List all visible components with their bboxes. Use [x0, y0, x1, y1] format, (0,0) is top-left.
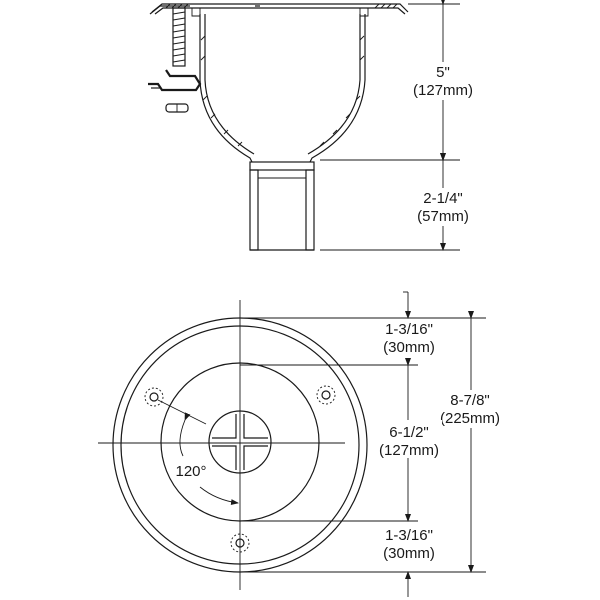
rim-width-bottom-imperial: 1-3/16" — [385, 527, 433, 544]
bowl-depth-imperial: 5" — [436, 64, 450, 81]
tailpiece — [249, 161, 315, 251]
rim-width-bottom-metric: (30mm) — [383, 545, 435, 562]
bolt-angle-label: 120° — [175, 463, 206, 480]
clamp-bolt — [148, 7, 202, 113]
bolt-hole-right — [316, 385, 336, 405]
strainer-cross — [208, 410, 272, 474]
top-view: 120° 8-7/8" (225mm) 6-1/2" (127mm) 1-3/1… — [98, 291, 508, 597]
tailpiece-length-metric: (57mm) — [417, 208, 469, 225]
side-view: 5" (127mm) 2-1/4" (57mm) — [148, 0, 474, 251]
outer-diameter-imperial: 8-7/8" — [450, 392, 490, 409]
rim-width-top-metric: (30mm) — [383, 339, 435, 356]
bowl-depth-metric: (127mm) — [413, 82, 473, 99]
dimension-rim-width-bottom: 1-3/16" (30mm) — [383, 527, 435, 597]
bowl-body — [199, 14, 366, 163]
outer-diameter-metric: (225mm) — [440, 410, 500, 427]
dimension-rim-width-top: 1-3/16" (30mm) — [383, 291, 435, 356]
inner-diameter-imperial: 6-1/2" — [389, 424, 429, 441]
dimension-inner-diameter: 6-1/2" (127mm) — [376, 358, 442, 522]
inner-diameter-metric: (127mm) — [379, 442, 439, 459]
angle-indicator: 120° — [157, 399, 239, 506]
dimension-bowl-depth: 5" (127mm) — [320, 0, 473, 161]
strainer-flange — [149, 3, 409, 17]
tailpiece-length-imperial: 2-1/4" — [423, 190, 463, 207]
rim-width-top-imperial: 1-3/16" — [385, 321, 433, 338]
outer-flange-inner-edge — [120, 325, 360, 565]
dimension-outer-diameter: 8-7/8" (225mm) — [436, 311, 508, 573]
bolt-hole-bottom — [230, 533, 250, 553]
bolt-hole-left — [144, 387, 164, 407]
dimension-tailpiece-length: 2-1/4" (57mm) — [320, 153, 474, 251]
